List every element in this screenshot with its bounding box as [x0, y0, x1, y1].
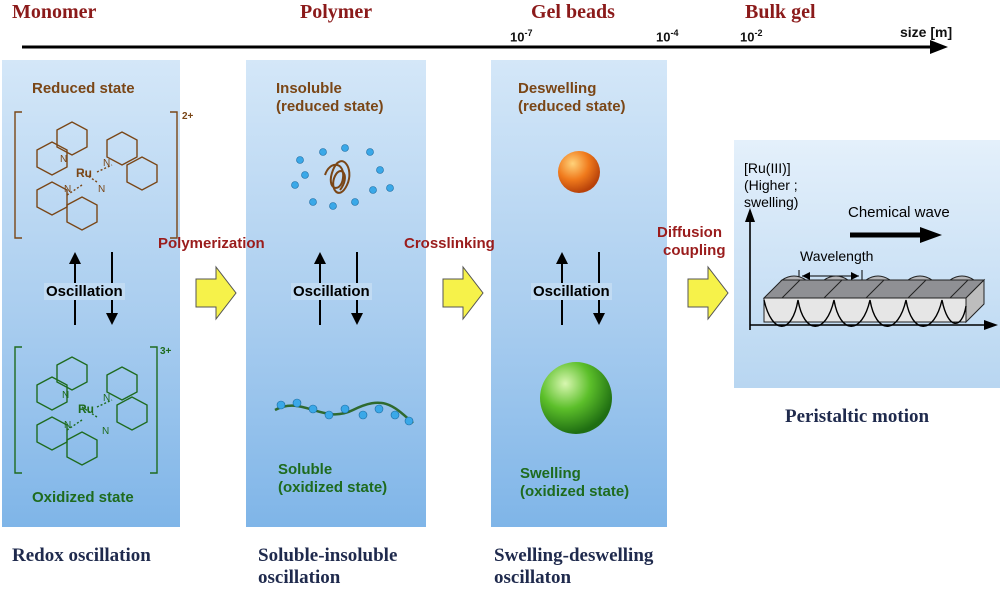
tick-1e-2: 10-2: [740, 28, 763, 45]
process-diffusion: Diffusion: [657, 224, 722, 241]
oscillation-label-monomer: Oscillation: [44, 283, 125, 300]
process-arrow-1: [195, 265, 237, 321]
process-polymerization: Polymerization: [158, 235, 265, 252]
stage-title-bulk-gel: Bulk gel: [745, 1, 816, 23]
process-arrow-2: [442, 265, 484, 321]
process-arrow-3: [687, 265, 729, 321]
soluble-label: Soluble: [278, 461, 333, 478]
stage-title-gel-beads: Gel beads: [531, 1, 615, 23]
tick-1e-4: 10-4: [656, 28, 679, 45]
n-atom-bottom-3: N: [64, 420, 72, 431]
swollen-bead: [540, 362, 612, 434]
stage-title-monomer: Monomer: [12, 1, 97, 23]
caption-swelling-1: Swelling-deswelling: [494, 545, 654, 566]
n-atom-top-1: N: [60, 154, 68, 165]
size-axis-label: size [m]: [900, 24, 953, 40]
n-atom-top-2: N: [103, 158, 111, 169]
insoluble-coil: [291, 144, 394, 210]
n-atom-bottom-1: N: [62, 390, 70, 401]
process-coupling: coupling: [663, 242, 726, 259]
swelling-axis-label: swelling): [744, 194, 799, 210]
caption-redox: Redox oscillation: [12, 545, 151, 566]
peristaltic-wave-diagram: [745, 208, 998, 330]
oscillation-label-gel: Oscillation: [531, 283, 612, 300]
n-atom-bottom-4: N: [102, 426, 110, 437]
swelling-state-label: (oxidized state): [520, 483, 630, 500]
insoluble-label: Insoluble: [276, 80, 342, 97]
charge-bottom: 3+: [160, 346, 172, 357]
stage-title-polymer: Polymer: [300, 1, 373, 23]
ru-metal-top: Ru: [76, 166, 92, 180]
ru-complex-reduced: [14, 111, 178, 239]
tick-1e-7: 10-7: [510, 28, 533, 45]
charge-top: 2+: [182, 111, 194, 122]
soluble-state-label: (oxidized state): [278, 479, 388, 496]
caption-swelling-2: oscillaton: [494, 567, 572, 588]
ru-complex-oxidized: [14, 346, 158, 474]
n-atom-top-4: N: [98, 184, 106, 195]
ru-metal-bottom: Ru: [78, 402, 94, 416]
swelling-label: Swelling: [520, 465, 581, 482]
n-atom-bottom-2: N: [103, 393, 111, 404]
process-crosslinking: Crosslinking: [404, 235, 495, 252]
ru3-label: [Ru(III)]: [744, 160, 791, 176]
oxidized-state-label: Oxidized state: [32, 489, 134, 506]
wavelength-label: Wavelength: [800, 248, 874, 264]
soluble-chain: [274, 398, 414, 426]
oscillation-label-polymer: Oscillation: [291, 283, 372, 300]
insoluble-state-label: (reduced state): [276, 98, 384, 115]
deswelling-label: Deswelling: [518, 80, 597, 97]
caption-soluble-1: Soluble-insoluble: [258, 545, 398, 566]
higher-label: (Higher ;: [744, 177, 798, 193]
size-axis: [22, 40, 948, 54]
panel-bulk: [734, 140, 1000, 388]
n-atom-top-3: N: [64, 184, 72, 195]
deswelling-state-label: (reduced state): [518, 98, 626, 115]
chemical-wave-label: Chemical wave: [848, 204, 950, 221]
caption-peristaltic: Peristaltic motion: [785, 406, 930, 427]
reduced-state-label: Reduced state: [32, 80, 135, 97]
deswollen-bead: [558, 151, 600, 193]
caption-soluble-2: oscillation: [258, 567, 341, 588]
